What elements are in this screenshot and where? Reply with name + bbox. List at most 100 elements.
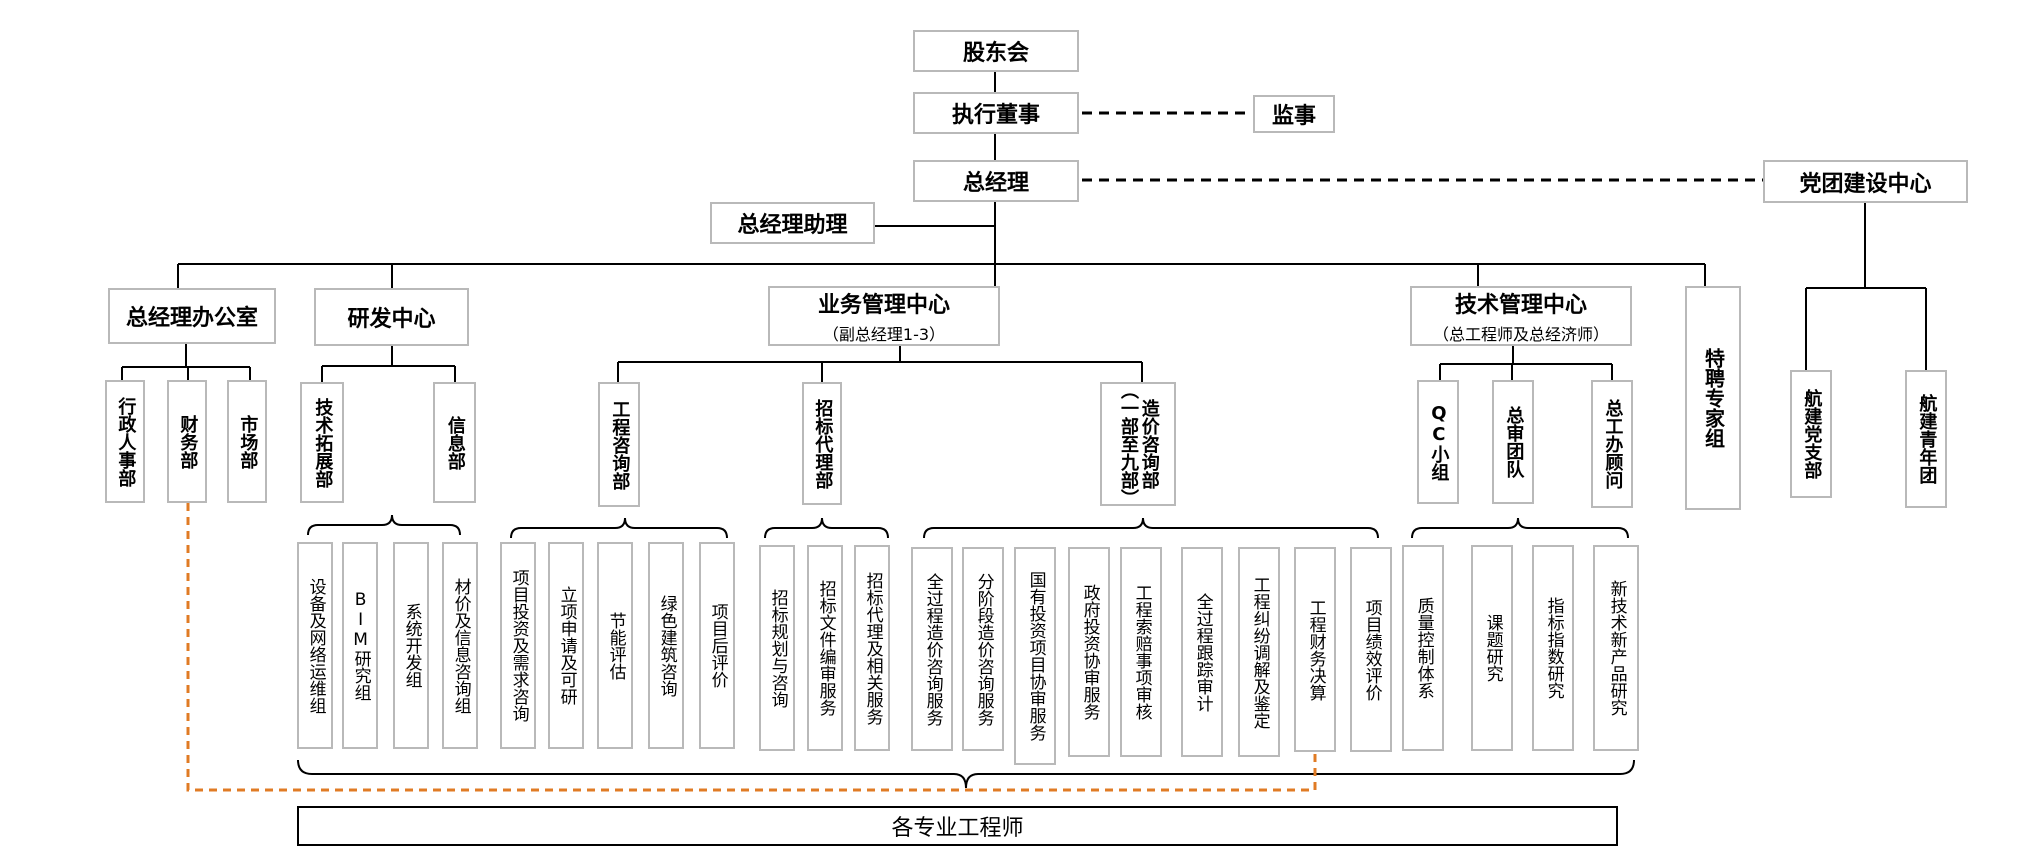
eng-task-label: 绿色建筑咨询 — [656, 594, 677, 697]
gm-office-label: 总经理办公室 — [125, 306, 258, 331]
bid-task-1: 招标规划与咨询 — [759, 545, 795, 751]
cost-task-label: 全过程造价咨询服务 — [922, 572, 943, 726]
bid-task-3: 招标代理及相关服务 — [854, 545, 890, 751]
cost-task-7: 工程纠纷调解及鉴定 — [1238, 547, 1280, 757]
cost-task-label: 项目绩效评价 — [1361, 598, 1382, 701]
eng-task-2: 立项申请及可研 — [548, 542, 584, 749]
eng-task-label: 立项申请及可研 — [556, 586, 577, 705]
rd-task-label: 系统开发组 — [401, 603, 422, 688]
bid-task-label: 招标代理及相关服务 — [862, 571, 883, 725]
gm-office-box: 总经理办公室 — [108, 288, 276, 344]
cost-task-label: 工程财务决算 — [1305, 598, 1326, 701]
bid-task-label: 招标文件编审服务 — [815, 580, 836, 716]
rd-task-label: BIM研究组 — [350, 590, 371, 701]
hr-dept-box: 行政人事部 — [105, 380, 145, 503]
rd-center-label: 研发中心 — [347, 307, 436, 332]
business-center-box: 业务管理中心 （副总经理1-3） — [768, 286, 1000, 346]
eng-task-label: 项目后评价 — [707, 603, 728, 688]
youth-league-label: 航建青年团 — [1916, 394, 1938, 484]
rd-task-1: 设备及网络运维组 — [297, 542, 333, 749]
finance-dept-box: 财务部 — [167, 380, 207, 503]
cost-task-label: 工程索赔事项审核 — [1131, 584, 1152, 720]
tech-task-3: 指标指数研究 — [1532, 545, 1574, 751]
rd-task-3: 系统开发组 — [393, 542, 429, 749]
cost-consulting-box: 造价咨询部 （一部至九部） — [1100, 381, 1176, 507]
finance-dept-label: 财务部 — [177, 414, 199, 469]
party-branch-label: 航建党支部 — [1801, 389, 1823, 479]
general-manager-box: 总经理 — [913, 160, 1079, 202]
tech-task-label: 课题研究 — [1482, 614, 1503, 682]
eng-task-label: 节能评估 — [605, 611, 626, 680]
rd-center-box: 研发中心 — [314, 288, 469, 346]
cost-consulting-label: 造价咨询部 — [1138, 399, 1160, 489]
general-manager-label: 总经理 — [962, 171, 1029, 196]
eng-task-label: 项目投资及需求咨询 — [508, 569, 529, 722]
cost-task-label: 政府投资协审服务 — [1079, 584, 1100, 720]
business-center-sub: （副总经理1-3） — [822, 325, 946, 344]
party-center-label: 党团建设中心 — [1799, 171, 1932, 197]
cost-task-9: 项目绩效评价 — [1350, 547, 1392, 752]
cost-task-label: 全过程跟踪审计 — [1192, 592, 1213, 712]
tech-task-label: 指标指数研究 — [1543, 597, 1564, 699]
eng-task-1: 项目投资及需求咨询 — [500, 542, 536, 749]
engineering-consulting-label: 工程咨询部 — [609, 399, 631, 490]
hr-dept-label: 行政人事部 — [115, 396, 137, 487]
tech-center-label: 技术管理中心 — [1454, 293, 1587, 318]
chief-office-box: 总工办顾问 — [1591, 380, 1633, 508]
cost-task-5: 工程索赔事项审核 — [1120, 547, 1162, 757]
bid-task-2: 招标文件编审服务 — [807, 545, 843, 751]
cost-task-label: 工程纠纷调解及鉴定 — [1249, 575, 1270, 729]
bidding-agency-label: 招标代理部 — [812, 398, 834, 489]
tech-expansion-box: 技术拓展部 — [300, 382, 344, 503]
rd-task-2: BIM研究组 — [342, 542, 378, 749]
shareholders-box: 股东会 — [913, 30, 1079, 72]
rd-task-label: 设备及网络运维组 — [305, 577, 326, 714]
cost-task-label: 分阶段造价咨询服务 — [973, 572, 994, 726]
cost-task-2: 分阶段造价咨询服务 — [962, 547, 1004, 751]
tech-task-label: 质量控制体系 — [1413, 597, 1434, 699]
supervisor-label: 监事 — [1271, 104, 1316, 129]
executive-director-label: 执行董事 — [951, 103, 1040, 128]
market-dept-label: 市场部 — [237, 414, 259, 469]
executive-director-box: 执行董事 — [913, 92, 1079, 134]
gm-assistant-label: 总经理助理 — [737, 213, 848, 238]
tech-task-2: 课题研究 — [1471, 545, 1513, 751]
cost-task-4: 政府投资协审服务 — [1068, 547, 1110, 757]
rd-task-4: 材价及信息咨询组 — [442, 542, 478, 749]
party-center-box: 党团建设中心 — [1763, 160, 1968, 203]
special-experts-label: 特聘专家组 — [1701, 348, 1726, 448]
cost-task-label: 国有投资项目协审服务 — [1025, 571, 1046, 741]
eng-task-4: 绿色建筑咨询 — [648, 542, 684, 749]
youth-league-box: 航建青年团 — [1905, 370, 1947, 508]
cost-task-6: 全过程跟踪审计 — [1181, 547, 1223, 757]
engineering-consulting-box: 工程咨询部 — [598, 382, 640, 507]
bid-task-label: 招标规划与咨询 — [767, 588, 788, 708]
special-experts-box: 特聘专家组 — [1685, 286, 1741, 510]
gm-assistant-box: 总经理助理 — [710, 202, 875, 244]
shareholders-label: 股东会 — [962, 41, 1029, 66]
chief-office-label: 总工办顾问 — [1602, 399, 1624, 489]
info-dept-label: 信息部 — [444, 415, 466, 470]
cost-task-3: 国有投资项目协审服务 — [1014, 547, 1056, 765]
tech-task-label: 新技术新产品研究 — [1606, 580, 1627, 716]
qc-group-box: QC小组 — [1417, 380, 1459, 504]
rd-task-label: 材价及信息咨询组 — [450, 577, 471, 714]
tech-expansion-label: 技术拓展部 — [312, 397, 334, 488]
tech-task-1: 质量控制体系 — [1402, 545, 1444, 751]
bidding-agency-box: 招标代理部 — [802, 382, 842, 505]
review-team-label: 总审团队 — [1503, 406, 1525, 478]
eng-task-5: 项目后评价 — [699, 542, 735, 749]
professional-engineers-box: 各专业工程师 — [297, 806, 1618, 846]
review-team-box: 总审团队 — [1492, 380, 1534, 504]
cost-task-8: 工程财务决算 — [1294, 547, 1336, 752]
professional-engineers-label: 各专业工程师 — [891, 816, 1024, 841]
supervisor-box: 监事 — [1253, 95, 1335, 133]
party-branch-box: 航建党支部 — [1790, 370, 1832, 498]
info-dept-box: 信息部 — [433, 382, 476, 503]
tech-center-sub: （总工程师及总经济师） — [1432, 325, 1609, 344]
cost-consulting-sub: （一部至九部） — [1118, 381, 1139, 507]
tech-task-4: 新技术新产品研究 — [1593, 545, 1639, 751]
eng-task-3: 节能评估 — [597, 542, 633, 749]
tech-center-box: 技术管理中心 （总工程师及总经济师） — [1410, 286, 1632, 346]
